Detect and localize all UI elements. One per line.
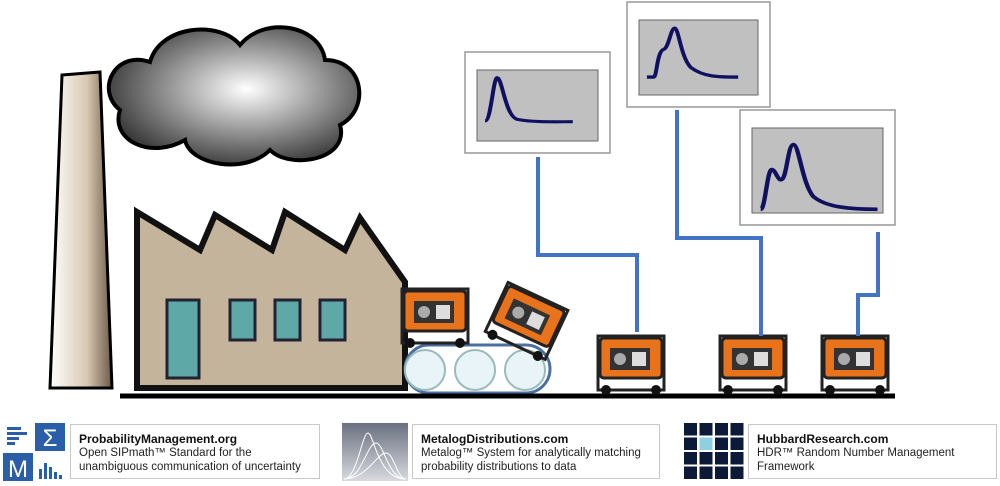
factory-window <box>273 298 302 342</box>
factory-window <box>318 298 347 342</box>
factory-building <box>134 206 408 391</box>
smokestack <box>48 70 114 390</box>
svg-text:Σ: Σ <box>43 425 58 452</box>
connector-lines <box>536 110 880 336</box>
distribution-curve <box>483 76 573 124</box>
partner-card-metalog: MetalogDistributions.com Metalog™ System… <box>412 424 660 479</box>
hubbard-research-logo <box>684 423 748 481</box>
distribution-curve <box>758 142 878 212</box>
distribution-chart <box>464 51 611 154</box>
generator-icon <box>820 334 890 395</box>
generator-icon <box>400 287 470 348</box>
generator-icon <box>483 280 570 362</box>
partner-title[interactable]: MetalogDistributions.com <box>421 432 569 446</box>
partner-card-hubbard: HubbardResearch.com HDR™ Random Number M… <box>748 424 997 479</box>
distribution-curve <box>646 26 739 79</box>
partner-card-probability-management: ProbabilityManagement.org Open SIPmath™ … <box>70 424 320 479</box>
distribution-chart <box>739 109 896 226</box>
distribution-chart <box>626 1 771 108</box>
partner-title[interactable]: ProbabilityManagement.org <box>79 432 238 446</box>
svg-text:M: M <box>8 456 28 481</box>
smoke-cloud <box>106 25 362 167</box>
factory-door <box>165 298 201 380</box>
partner-description: Open SIPmath™ Standard for the unambiguo… <box>79 447 301 473</box>
partner-description: Metalog™ System for analytically matchin… <box>421 447 641 473</box>
generator-icon <box>718 334 788 395</box>
partner-title[interactable]: HubbardResearch.com <box>757 432 889 446</box>
metalog-logo <box>342 423 408 481</box>
factory-illustration <box>48 1 896 399</box>
conveyor-belt <box>403 343 552 395</box>
factory-window <box>228 298 257 342</box>
partner-description: HDR™ Random Number Management Framework <box>757 447 955 473</box>
generator-icon <box>596 334 666 395</box>
